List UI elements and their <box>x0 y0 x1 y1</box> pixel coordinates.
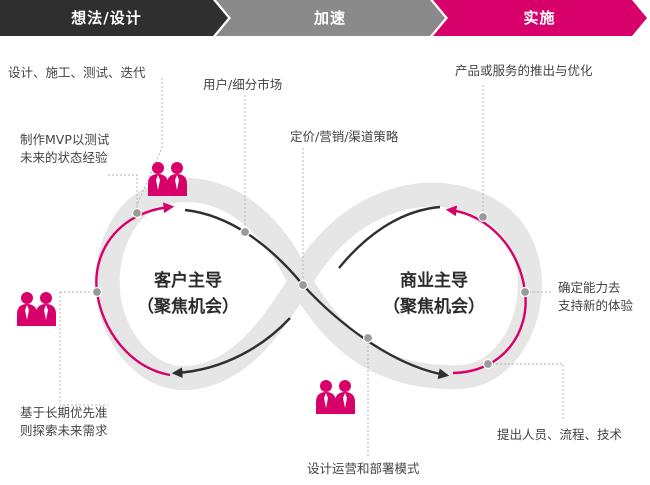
annotation-mvp: 制作MVP以测试 未来的状态经验 <box>20 131 109 167</box>
phase-arrow-implement <box>433 0 647 36</box>
annotation-deploy: 设计运营和部署模式 <box>307 461 420 476</box>
left-loop-line1: 客户主导 <box>154 271 222 291</box>
node-long-term <box>91 286 103 298</box>
node-pricing <box>297 279 309 291</box>
path-nodes <box>91 207 531 370</box>
phase-label-implement: 实施 <box>523 9 556 27</box>
annotation-capability: 确定能力去 支持新的体验 <box>558 279 633 315</box>
phase-arrow-accelerate <box>216 0 445 36</box>
annotation-mvp-line2: 未来的状态经验 <box>20 150 108 165</box>
annotation-mvp-line1: 制作MVP以测试 <box>20 132 110 147</box>
node-user-segment <box>239 226 251 238</box>
people-icon <box>148 162 187 196</box>
left-loop-line2: （聚焦机会） <box>137 297 239 317</box>
annotation-capability-line1: 确定能力去 <box>558 280 621 295</box>
people-icon <box>316 380 355 414</box>
phase-bar <box>0 0 647 36</box>
annotation-resources: 提出人员、流程、技术 <box>497 427 623 442</box>
annotation-long-term-line1: 基于长期优先准 <box>20 405 108 420</box>
node-design-build <box>131 207 143 219</box>
right-loop-line2: （聚焦机会） <box>383 297 485 317</box>
phase-label-design: 想法/设计 <box>71 9 142 27</box>
annotation-design-build: 设计、施工、测试、迭代 <box>8 65 146 80</box>
right-loop-line1: 商业主导 <box>400 271 468 291</box>
right-loop-title: 商业主导 （聚焦机会） <box>374 268 494 320</box>
node-resources <box>482 358 494 370</box>
annotation-long-term: 基于长期优先准 则探索未来需求 <box>20 404 108 440</box>
node-capability <box>519 286 531 298</box>
node-deploy <box>362 332 374 344</box>
phase-arrow-design <box>0 0 228 36</box>
annotation-long-term-line2: 则探索未来需求 <box>20 423 108 438</box>
annotation-pricing: 定价/营销/渠道策略 <box>290 129 399 144</box>
annotation-capability-line2: 支持新的体验 <box>558 298 634 313</box>
annotation-user-segment: 用户/细分市场 <box>203 77 283 92</box>
phase-label-accelerate: 加速 <box>313 9 346 27</box>
left-loop-title: 客户主导 （聚焦机会） <box>128 268 248 320</box>
people-icon <box>17 292 56 326</box>
node-optimize <box>477 211 489 223</box>
annotation-optimize: 产品或服务的推出与优化 <box>455 63 593 78</box>
